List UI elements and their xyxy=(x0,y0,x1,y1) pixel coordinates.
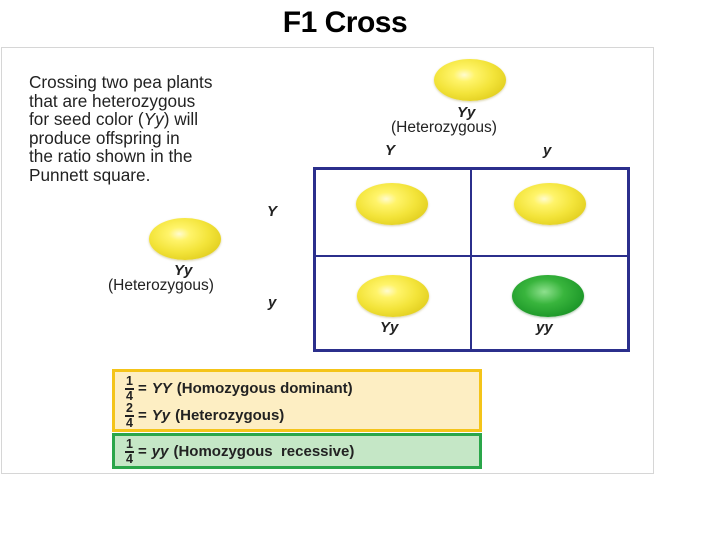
ratio-genotype: Yy xyxy=(151,407,171,425)
intro-text-part: for seed color ( xyxy=(29,109,144,130)
fraction-numerator: 1 xyxy=(126,437,133,451)
cell-seed-yellow xyxy=(357,275,429,317)
intro-line: Crossing two pea plants xyxy=(29,72,213,92)
grid-divider-vertical xyxy=(470,170,472,349)
cell-genotype-label: yy xyxy=(536,319,553,336)
top-parent-description: (Heterozygous) xyxy=(391,119,497,136)
top-parent-seed xyxy=(434,59,506,101)
fraction-numerator: 1 xyxy=(126,374,133,388)
cell-seed-yellow xyxy=(356,183,428,225)
slide-title: F1 Cross xyxy=(282,6,408,39)
cell-seed-green xyxy=(512,275,584,317)
gamete-left-1: Y xyxy=(267,203,278,220)
intro-line: for seed color (Yy) will xyxy=(29,110,319,129)
fraction-denominator: 4 xyxy=(126,451,133,466)
top-parent-genotype: Yy xyxy=(457,104,476,121)
cell-seed-yellow xyxy=(514,183,586,225)
intro-line: that are heterozygous xyxy=(29,90,196,111)
intro-genotype: Yy xyxy=(143,109,164,130)
cell-genotype-label: Yy xyxy=(380,319,399,336)
intro-text: Crossing two pea plants that are heteroz… xyxy=(29,73,319,185)
grid-divider-horizontal xyxy=(316,255,627,257)
punnett-square: Yy yy xyxy=(313,167,630,352)
intro-line: the ratio shown in the xyxy=(29,146,193,167)
ratio-genotype: yy xyxy=(151,443,169,461)
ratio-genotype: YY xyxy=(151,380,172,398)
left-parent-genotype: Yy xyxy=(174,262,193,279)
ratio-description: (Homozygous dominant) xyxy=(176,380,353,398)
gamete-top-1: Y xyxy=(385,142,396,159)
ratio-description: (Homozygous recessive) xyxy=(173,443,355,461)
left-parent-seed xyxy=(149,218,221,260)
fraction-denominator: 4 xyxy=(126,415,133,430)
gamete-left-2: y xyxy=(268,294,277,311)
intro-line: produce offspring in xyxy=(29,127,180,148)
fraction-numerator: 2 xyxy=(126,401,133,415)
punnett-figure: Crossing two pea plants that are heteroz… xyxy=(1,47,654,474)
gamete-top-2: y xyxy=(543,142,552,159)
intro-line: Punnett square. xyxy=(29,164,151,185)
fraction-denominator: 4 xyxy=(126,388,133,403)
ratio-description: (Heterozygous) xyxy=(175,407,285,425)
intro-text-part: ) will xyxy=(163,109,199,130)
left-parent-description: (Heterozygous) xyxy=(108,277,214,294)
